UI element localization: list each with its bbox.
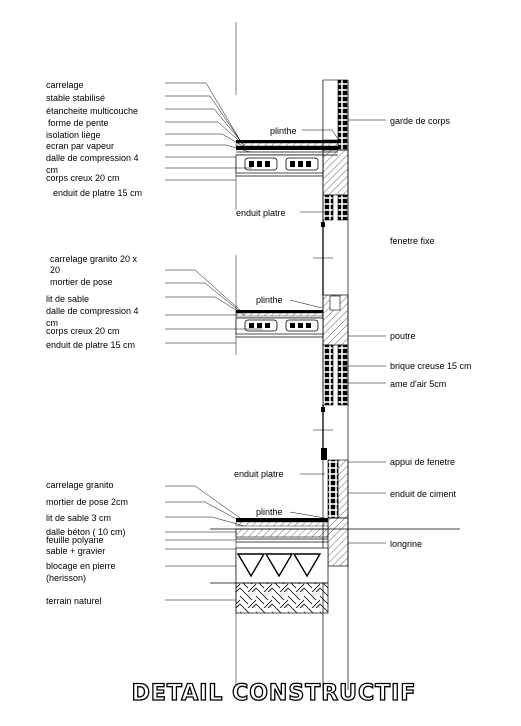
- label-enduit-ciment: enduit de ciment: [390, 489, 457, 499]
- label-stable-stabilise: stable stabilisé: [46, 93, 105, 103]
- label-poutre: poutre: [390, 331, 416, 341]
- label-dalle-compression-top-unit: cm: [46, 165, 58, 175]
- label-corps-creux-mid: corps creux 20 cm: [46, 326, 120, 336]
- label-mortier-pose-mid: mortier de pose: [50, 277, 113, 287]
- label-mortier-pose-bot: mortier de pose 2cm: [46, 497, 128, 507]
- label-enduit-platre-bot: enduit platre: [234, 469, 284, 479]
- label-feuille-polyane: feuille polyane: [46, 535, 104, 545]
- label-carrelage: carrelage: [46, 80, 84, 90]
- label-carrelage-granito-mid: carrelage granito 20 x: [50, 254, 138, 264]
- label-garde-corps: garde de corps: [390, 116, 451, 126]
- labels-left: carrelage stable stabilisé étancheite mu…: [46, 80, 142, 606]
- label-plinthe-bot: plinthe: [256, 507, 283, 517]
- label-etancheite: étancheite multicouche: [46, 106, 138, 116]
- leader-lines: [165, 82, 386, 601]
- label-herisson: (herisson): [46, 573, 86, 583]
- label-enduit-platre-15-top: enduit de platre 15 cm: [53, 188, 142, 198]
- label-dalle-compression-mid-unit: cm: [46, 318, 58, 328]
- label-dalle-compression-top: dalle de compression 4: [46, 153, 139, 163]
- label-ame-air: ame d'air 5cm: [390, 379, 446, 389]
- label-appui-fenetre: appui de fenetre: [390, 457, 455, 467]
- label-carrelage-granito-mid-2: 20: [50, 265, 60, 275]
- label-brique-creuse: brique creuse 15 cm: [390, 361, 472, 371]
- label-plinthe-top: plinthe: [270, 126, 297, 136]
- label-isolation-liege: isolation liège: [46, 130, 101, 140]
- label-carrelage-granito-bot: carrelage granito: [46, 480, 114, 490]
- drawing-title: DETAIL CONSTRUCTIF: [132, 681, 417, 706]
- label-blocage-pierre: blocage en pierre: [46, 561, 116, 571]
- label-lit-sable-bot: lit de sable 3 cm: [46, 513, 111, 523]
- label-dalle-compression-mid: dalle de compression 4: [46, 306, 139, 316]
- label-lit-sable-mid: lit de sable: [46, 294, 89, 304]
- labels-right: plinthe garde de corps enduit platre fen…: [234, 116, 472, 549]
- label-terrain-naturel: terrain naturel: [46, 596, 102, 606]
- label-longrine: longrine: [390, 539, 422, 549]
- label-enduit-platre-top: enduit platre: [236, 208, 286, 218]
- section-geometry: [210, 22, 460, 690]
- label-sable-gravier: sable + gravier: [46, 546, 105, 556]
- label-ecran-vapeur: ecran par vapeur: [46, 141, 114, 151]
- label-corps-creux-top: corps creux 20 cm: [46, 173, 120, 183]
- label-fenetre-fixe: fenetre fixe: [390, 236, 435, 246]
- label-plinthe-mid: plinthe: [256, 295, 283, 305]
- label-dalle-beton: dalle béton ( 10 cm): [46, 527, 126, 537]
- label-forme-pente: forme de pente: [48, 118, 109, 128]
- label-enduit-platre-15-mid: enduit de platre 15 cm: [46, 340, 135, 350]
